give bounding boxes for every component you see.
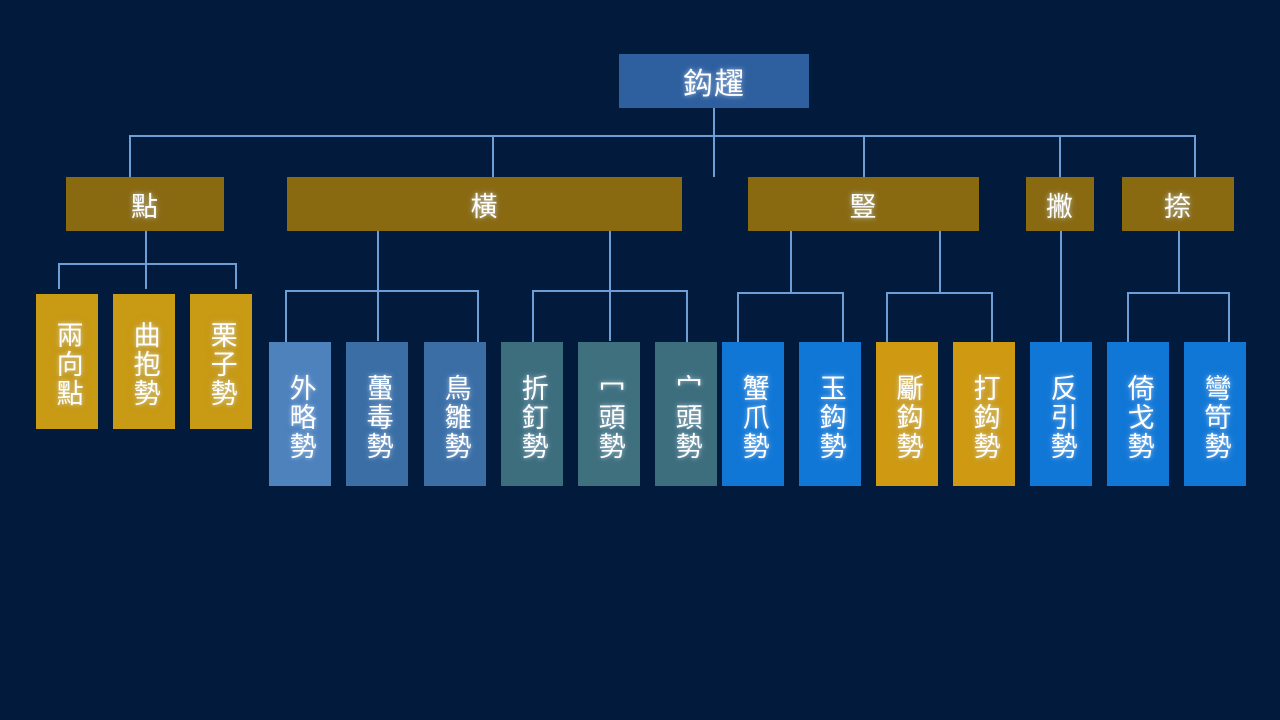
connector-bar-shu-b — [886, 292, 993, 294]
connector-stem-heng-a — [377, 231, 379, 341]
connector-drop-heng — [492, 135, 494, 177]
leaf-node-chai-du-shi[interactable]: 蠆毒勢 — [346, 342, 408, 486]
leaf-label-chai-du-shi: 蠆毒勢 — [362, 373, 393, 461]
connector-drop-na — [1194, 135, 1196, 177]
connector-drop-wan-gan-shi — [1228, 292, 1230, 342]
category-node-dian[interactable]: 點 — [66, 177, 224, 231]
leaf-node-zhu-gou-shi[interactable]: 斸鈎勢 — [876, 342, 938, 486]
category-label-dian: 點 — [131, 191, 159, 222]
category-node-pie[interactable]: 撇 — [1026, 177, 1094, 231]
connector-drop-zhu-gou-shi — [886, 292, 888, 342]
leaf-label-yi-ge-shi: 倚戈勢 — [1123, 373, 1154, 461]
connector-drop-liang-xiang-dian — [58, 263, 60, 289]
category-label-na: 捺 — [1164, 191, 1192, 222]
connector-drop-dian — [129, 135, 131, 177]
connector-drop-li-zi-shi — [235, 263, 237, 289]
connector-drop-shu — [863, 135, 865, 177]
connector-drop-da-gou-shi — [991, 292, 993, 342]
connector-drop-xie-zhua-shi — [737, 292, 739, 342]
leaf-label-wan-gan-shi: 彎笴勢 — [1200, 373, 1231, 461]
category-node-heng[interactable]: 橫 — [287, 177, 682, 231]
leaf-node-da-gou-shi[interactable]: 打鈎勢 — [953, 342, 1015, 486]
connector-stem-na — [1178, 231, 1180, 293]
connector-level2-bus — [129, 135, 1195, 137]
connector-drop-yi-ge-shi — [1127, 292, 1129, 342]
leaf-label-wai-lue-shi: 外略勢 — [285, 373, 316, 461]
leaf-node-li-zi-shi[interactable]: 栗子勢 — [190, 294, 252, 429]
category-label-pie: 撇 — [1046, 191, 1074, 222]
connector-bar-shu-a — [737, 292, 844, 294]
connector-drop-pie — [1059, 135, 1061, 177]
category-node-shu[interactable]: 豎 — [748, 177, 979, 231]
leaf-label-mi-tou-shi: 冖頭勢 — [594, 373, 625, 461]
leaf-label-yu-gou-shi: 玉鈎勢 — [815, 373, 846, 461]
leaf-label-fan-yin-shi: 反引勢 — [1046, 373, 1077, 461]
root-node[interactable]: 鈎趯 — [619, 54, 809, 108]
leaf-label-zhe-ding-shi: 折釘勢 — [517, 373, 548, 461]
leaf-node-fan-yin-shi[interactable]: 反引勢 — [1030, 342, 1092, 486]
connector-bar-dian — [58, 263, 236, 265]
leaf-node-zhe-ding-shi[interactable]: 折釘勢 — [501, 342, 563, 486]
connector-drop-mian-tou-shi — [686, 290, 688, 342]
leaf-label-niao-chu-shi: 鳥雛勢 — [440, 373, 471, 461]
root-node-label: 鈎趯 — [683, 68, 745, 101]
leaf-label-da-gou-shi: 打鈎勢 — [969, 373, 1000, 461]
leaf-node-mian-tou-shi[interactable]: 宀頭勢 — [655, 342, 717, 486]
connector-stem-dian — [145, 231, 147, 289]
leaf-label-xie-zhua-shi: 蟹爪勢 — [738, 373, 769, 461]
leaf-label-qu-bao-shi: 曲抱勢 — [129, 321, 160, 408]
connector-stem-shu-a — [790, 231, 792, 293]
connector-drop-root-mid — [713, 135, 715, 177]
leaf-label-mian-tou-shi: 宀頭勢 — [671, 373, 702, 461]
leaf-node-qu-bao-shi[interactable]: 曲抱勢 — [113, 294, 175, 429]
category-label-shu: 豎 — [849, 191, 878, 222]
leaf-label-zhu-gou-shi: 斸鈎勢 — [892, 373, 923, 461]
connector-drop-niao-chu-shi — [477, 290, 479, 342]
connector-root-stem — [713, 108, 715, 137]
connector-drop-zhe-ding-shi — [532, 290, 534, 342]
category-label-heng: 橫 — [470, 191, 499, 222]
category-node-na[interactable]: 捺 — [1122, 177, 1234, 231]
leaf-node-niao-chu-shi[interactable]: 鳥雛勢 — [424, 342, 486, 486]
leaf-node-xie-zhua-shi[interactable]: 蟹爪勢 — [722, 342, 784, 486]
connector-bar-na — [1127, 292, 1230, 294]
connector-drop-wai-lue-shi — [285, 290, 287, 342]
leaf-node-liang-xiang-dian[interactable]: 兩向點 — [36, 294, 98, 429]
connector-stem-pie — [1060, 231, 1062, 342]
leaf-node-wai-lue-shi[interactable]: 外略勢 — [269, 342, 331, 486]
connector-stem-shu-b — [939, 231, 941, 293]
leaf-label-liang-xiang-dian: 兩向點 — [52, 321, 83, 408]
leaf-node-yu-gou-shi[interactable]: 玉鈎勢 — [799, 342, 861, 486]
leaf-node-wan-gan-shi[interactable]: 彎笴勢 — [1184, 342, 1246, 486]
connector-stem-heng-b — [609, 231, 611, 341]
connector-bar-heng-a — [285, 290, 478, 292]
leaf-node-yi-ge-shi[interactable]: 倚戈勢 — [1107, 342, 1169, 486]
leaf-node-mi-tou-shi[interactable]: 冖頭勢 — [578, 342, 640, 486]
connector-drop-yu-gou-shi — [842, 292, 844, 342]
leaf-label-li-zi-shi: 栗子勢 — [206, 321, 237, 408]
connector-bar-heng-b — [532, 290, 687, 292]
